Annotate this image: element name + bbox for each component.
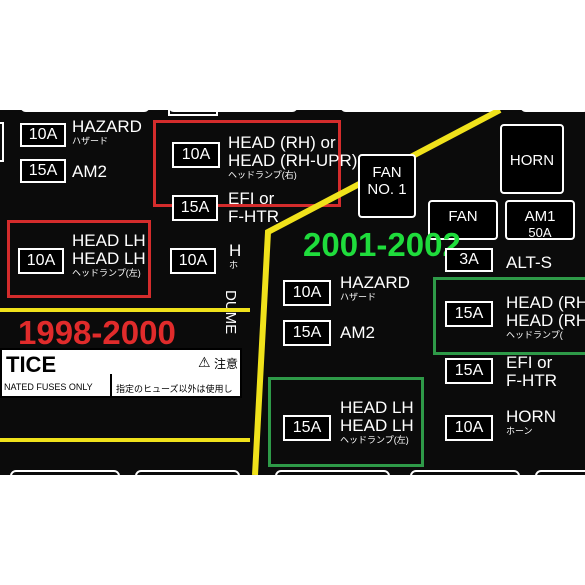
fuse-10a-hazard-new: 10A: [283, 280, 331, 306]
fuse-10a-hazard-old: 10A: [20, 123, 66, 147]
divider-line-upper: [0, 308, 250, 312]
divider-line-lower: [0, 438, 250, 442]
warning-icon: ⚠: [198, 354, 211, 370]
fuse-label-alt-s: ALT-S: [506, 253, 552, 272]
fuse-15a-head-rh-new: 15A: [445, 301, 493, 327]
fuse-label-head-lh-old: HEAD LH HEAD LH ヘッドランプ(左): [72, 231, 146, 278]
partial-box-bottom-3: [275, 470, 390, 475]
fuse-15a-am2-new: 15A: [283, 320, 331, 346]
divider-diagonal: [252, 110, 502, 475]
fuse-label-horn: HORN ホーン: [506, 407, 557, 436]
fuse-10a-head-rh-old: 10A: [172, 142, 220, 168]
fuse-15a-am2-old: 15A: [20, 159, 66, 183]
notice-line-jp: 指定のヒューズ以外は使用し: [116, 384, 233, 394]
fuse-label-hazard-old: HAZARD ハザード: [72, 117, 142, 146]
fuse-label-head-lh-new: HEAD LH HEAD LH ヘッドランプ(左): [340, 398, 414, 445]
highlight-head-rh-old: [153, 120, 341, 207]
partial-box-left-edge: [0, 122, 4, 162]
fuse-label-head-rh-new: HEAD (RH) HEAD (RH- ヘッドランプ(: [506, 293, 585, 340]
fuse-label-hazard-new: HAZARD ハザード: [340, 273, 410, 302]
highlight-head-rh-new: [433, 277, 585, 355]
partial-box-bottom-5: [535, 470, 585, 475]
highlight-head-lh-old: [7, 220, 151, 298]
notice-line-en: NATED FUSES ONLY: [4, 382, 93, 392]
fuse-label-am2-new: AM2: [340, 323, 375, 342]
fuse-10a-horn: 10A: [445, 415, 493, 441]
fuse-15a-head-lh-new: 15A: [283, 415, 331, 441]
fuse-label-efi-old: EFI or F-HTR: [228, 189, 279, 226]
partial-box-bottom-2: [135, 470, 240, 475]
era-label-new: 2001-2002: [303, 226, 461, 263]
fuse-15a-efi-new: 15A: [445, 358, 493, 384]
fuse-partial-top-left: [168, 110, 218, 116]
notice-panel: TICE ⚠ 注意 NATED FUSES ONLY 指定のヒューズ以外は使用し: [0, 348, 242, 398]
fuse-label-efi-new: EFI or F-HTR: [506, 353, 557, 390]
relay-box-fan-top: FAN: [428, 200, 498, 240]
fuse-15a-efi-old: 15A: [172, 195, 218, 221]
relay-box-am1: AM1 50A: [505, 200, 575, 240]
highlight-head-lh-new: [268, 377, 424, 467]
fuse-label-partial-old: H ホ: [229, 241, 242, 270]
fuse-box-photo: 10A HAZARD ハザード 15A AM2 10A HEAD (RH) or…: [0, 110, 585, 475]
notice-caution: 注意: [214, 357, 239, 371]
notice-title: TICE: [6, 352, 57, 377]
notice-divider: [110, 374, 112, 398]
partial-box-bottom-1: [10, 470, 120, 475]
partial-box-bottom-4: [410, 470, 520, 475]
era-label-old: 1998-2000: [18, 314, 176, 351]
fuse-label-head-rh-old: HEAD (RH) or HEAD (RH-UPR) ヘッドランプ(右): [228, 133, 358, 180]
relay-box-fan-no1: FAN NO. 1: [358, 154, 416, 218]
fuse-10a-head-lh-old: 10A: [18, 248, 64, 274]
fuse-label-am2-old: AM2: [72, 162, 107, 181]
relay-box-horn: HORN: [500, 124, 564, 194]
fuse-10a-partial-old: 10A: [170, 248, 216, 274]
fuse-3a-partial: 3A: [445, 248, 493, 272]
